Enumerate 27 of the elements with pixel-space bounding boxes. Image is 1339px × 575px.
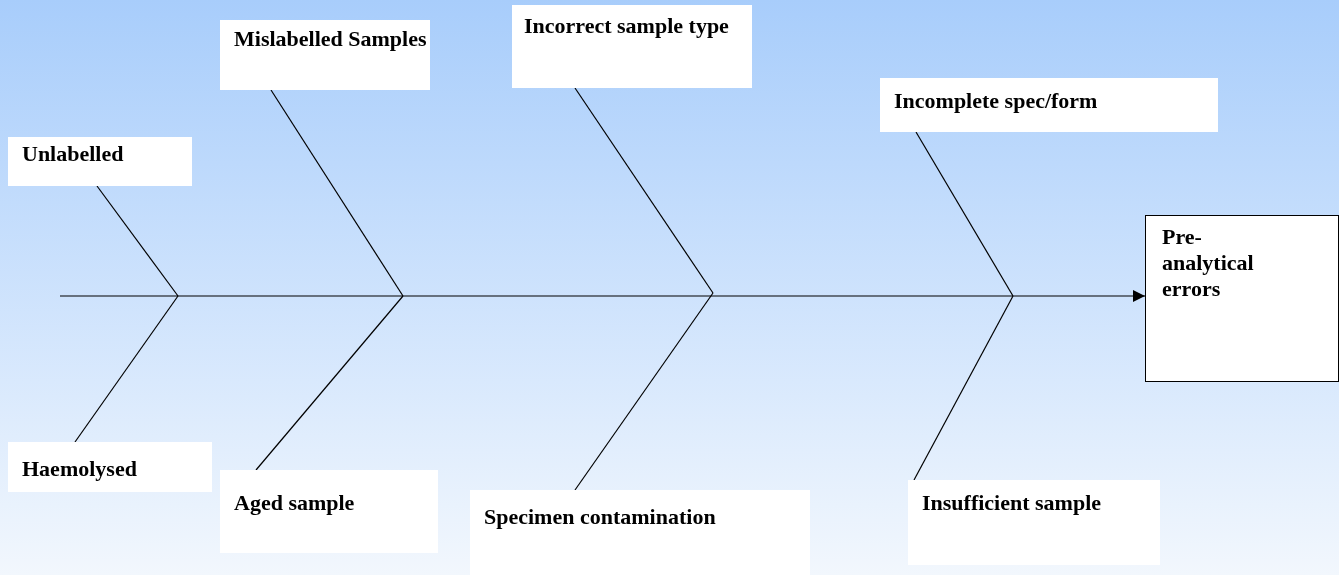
bone-line xyxy=(574,87,714,294)
box-label: Pre-analytical errors xyxy=(1162,224,1255,302)
box-label: Incomplete spec/form xyxy=(894,88,1099,114)
box-label: Unlabelled xyxy=(22,141,125,167)
box-label: Aged sample xyxy=(234,490,356,516)
bone-line xyxy=(574,292,714,491)
bone-line xyxy=(913,295,1014,481)
bone-line xyxy=(74,295,179,443)
cause-box xyxy=(220,470,438,553)
cause-box xyxy=(470,490,810,575)
bone-line xyxy=(96,185,179,297)
box-label: Incorrect sample type xyxy=(524,13,730,39)
effect-box xyxy=(1145,215,1339,382)
cause-box xyxy=(512,5,752,88)
cause-box xyxy=(908,480,1160,565)
bone-line xyxy=(270,89,404,297)
cause-box xyxy=(220,20,430,90)
box-label: Haemolysed xyxy=(22,456,138,482)
box-label: Mislabelled Samples xyxy=(234,26,428,52)
bone-line xyxy=(255,295,404,471)
cause-box xyxy=(880,78,1218,132)
box-label: Insufficient sample xyxy=(922,490,1103,516)
bone-line xyxy=(915,131,1014,297)
cause-box xyxy=(8,442,212,492)
box-label: Specimen contamination xyxy=(484,504,717,530)
cause-box xyxy=(8,137,192,186)
spine-arrow xyxy=(59,290,1146,302)
